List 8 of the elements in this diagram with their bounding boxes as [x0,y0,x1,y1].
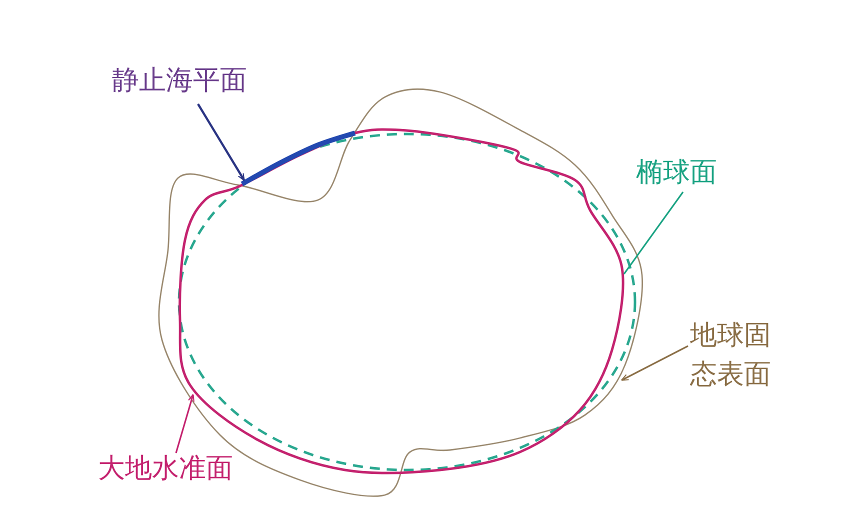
leader-line [175,394,194,454]
leader-line [197,103,245,182]
leader-line [620,345,688,381]
label: 大地水准面 [98,452,233,486]
label: 静止海平面 [112,64,247,98]
leader-line [623,192,684,274]
label: 椭球面 [636,156,717,190]
label: 地球固态表面 [690,316,785,394]
